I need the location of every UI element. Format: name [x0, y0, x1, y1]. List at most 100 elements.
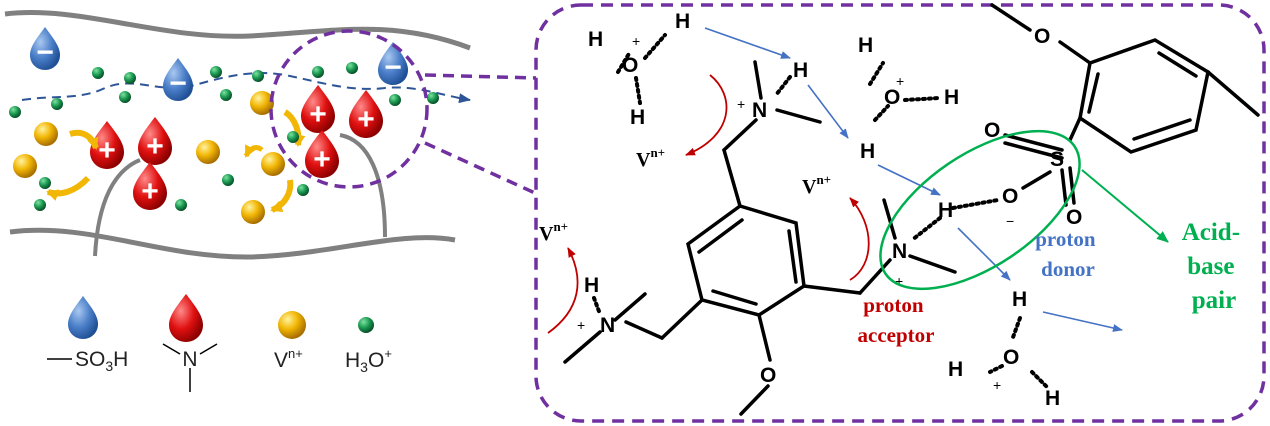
vanadium-ion [250, 91, 274, 115]
vanadium-ion [13, 154, 37, 178]
svg-text:O: O [1002, 185, 1018, 208]
proton-transfer-arrow [1042, 311, 1123, 332]
svg-text:H: H [584, 274, 599, 297]
svg-text:N: N [600, 314, 615, 337]
svg-text:+: + [896, 73, 904, 89]
svg-text:O: O [884, 86, 900, 109]
svg-text:Vn+: Vn+ [274, 346, 303, 372]
svg-text:+: + [993, 377, 1001, 393]
polymer-chain [93, 158, 141, 257]
polymer-chain [339, 133, 387, 238]
vanadium-ion [241, 200, 265, 224]
hydronium-ion [175, 199, 187, 211]
hydronium-ion [51, 98, 63, 110]
channel-wall-top [4, 10, 471, 51]
hydronium-ion [124, 72, 136, 84]
callout-line [424, 141, 536, 195]
hydronium-ion [9, 106, 21, 118]
hydronium-ion [389, 94, 401, 106]
svg-text:H: H [1045, 387, 1060, 410]
vanadium-ion-label: Vn+ [539, 219, 568, 245]
repulsion-arrows [46, 109, 306, 213]
svg-text:O: O [1066, 206, 1082, 229]
repulsion-arrow [283, 109, 306, 147]
hydronium-ion [312, 66, 324, 78]
hydronium-ion [210, 66, 222, 78]
hydronium-ion [39, 177, 51, 189]
svg-text:H: H [860, 140, 875, 163]
svg-text:O: O [984, 119, 1000, 142]
svg-text:−: − [169, 67, 187, 100]
sulfonic-acid-group: − [30, 27, 60, 70]
svg-text:H: H [944, 86, 959, 109]
svg-text:O: O [1003, 346, 1019, 369]
channel-wall-bottom [9, 227, 456, 260]
svg-text:+: + [632, 33, 640, 49]
svg-text:H3O+: H3O+ [345, 346, 392, 375]
svg-text:H: H [938, 199, 953, 222]
svg-text:+: + [357, 103, 375, 136]
svg-text:N: N [182, 348, 197, 371]
hydronium-ions [9, 62, 439, 211]
molecular-structure: H H O + H N + H H O + H H N + H N + H O … [563, 3, 1260, 416]
svg-text:H: H [675, 10, 690, 33]
svg-text:+: + [141, 175, 159, 208]
acid-base-arrow [1081, 169, 1169, 243]
hydronium-ion [252, 70, 264, 82]
hydronium-ion [34, 199, 46, 211]
repulsion-arc [547, 247, 579, 334]
svg-text:H: H [793, 59, 808, 82]
proton-acceptor-label: proton acceptor [858, 293, 935, 347]
hydronium-ion [220, 89, 232, 101]
acid-base-pair-label: Acid- base pair [1182, 219, 1247, 314]
repulsion-arc [849, 197, 870, 281]
vanadium-ion [196, 140, 220, 164]
vanadium-repulsion: Vn+ Vn+ Vn+ [539, 74, 870, 334]
ammonium-group: + [133, 162, 167, 210]
svg-text:H: H [1012, 288, 1027, 311]
legend-vanadium: Vn+ [274, 311, 306, 372]
proton-transfer-arrow [957, 227, 1011, 281]
svg-text:+: + [98, 134, 116, 167]
proton-transfer-arrow [807, 84, 849, 139]
ammonium-group: + [90, 121, 124, 169]
membrane-channel [4, 10, 471, 260]
svg-text:O: O [622, 54, 638, 77]
legend-ammonium: N [162, 294, 218, 392]
callout-line [424, 73, 537, 80]
ammonium-group: + [138, 117, 172, 165]
svg-text:H: H [858, 34, 873, 57]
sulfonic-acid-group: − [378, 42, 408, 85]
svg-text:N: N [892, 240, 907, 263]
legend-hydronium: H3O+ [345, 317, 392, 375]
legend-sulfonic-acid: SO3H [47, 296, 128, 374]
zoom-callout [269, 29, 537, 195]
svg-text:+: + [895, 273, 903, 289]
svg-text:H: H [588, 28, 603, 51]
svg-text:+: + [313, 143, 331, 176]
svg-text:H: H [948, 358, 963, 381]
hydronium-ion [346, 62, 358, 74]
vanadium-ion [261, 152, 285, 176]
vanadium-ion-label: Vn+ [802, 172, 831, 198]
svg-text:O: O [760, 364, 776, 387]
hydronium-ion [297, 184, 309, 196]
hydronium-ion [92, 67, 104, 79]
svg-text:H: H [630, 106, 645, 129]
vanadium-ion-label: Vn+ [636, 145, 665, 171]
proton-transfer-arrow [704, 27, 791, 59]
vanadium-ion [34, 122, 58, 146]
svg-text:−: − [1006, 213, 1014, 229]
sulfonic-acid-group: − [163, 58, 193, 101]
hydronium-ion [119, 91, 131, 103]
svg-text:−: − [36, 36, 54, 69]
ammonium-group: + [305, 130, 339, 178]
svg-text:S: S [1050, 148, 1064, 171]
vanadium-ions [13, 91, 285, 224]
repulsion-arrow [46, 175, 91, 201]
zoom-circle [269, 29, 429, 189]
repulsion-arc [685, 74, 728, 156]
svg-text:+: + [577, 317, 585, 333]
proton-hopping-path [21, 72, 471, 104]
